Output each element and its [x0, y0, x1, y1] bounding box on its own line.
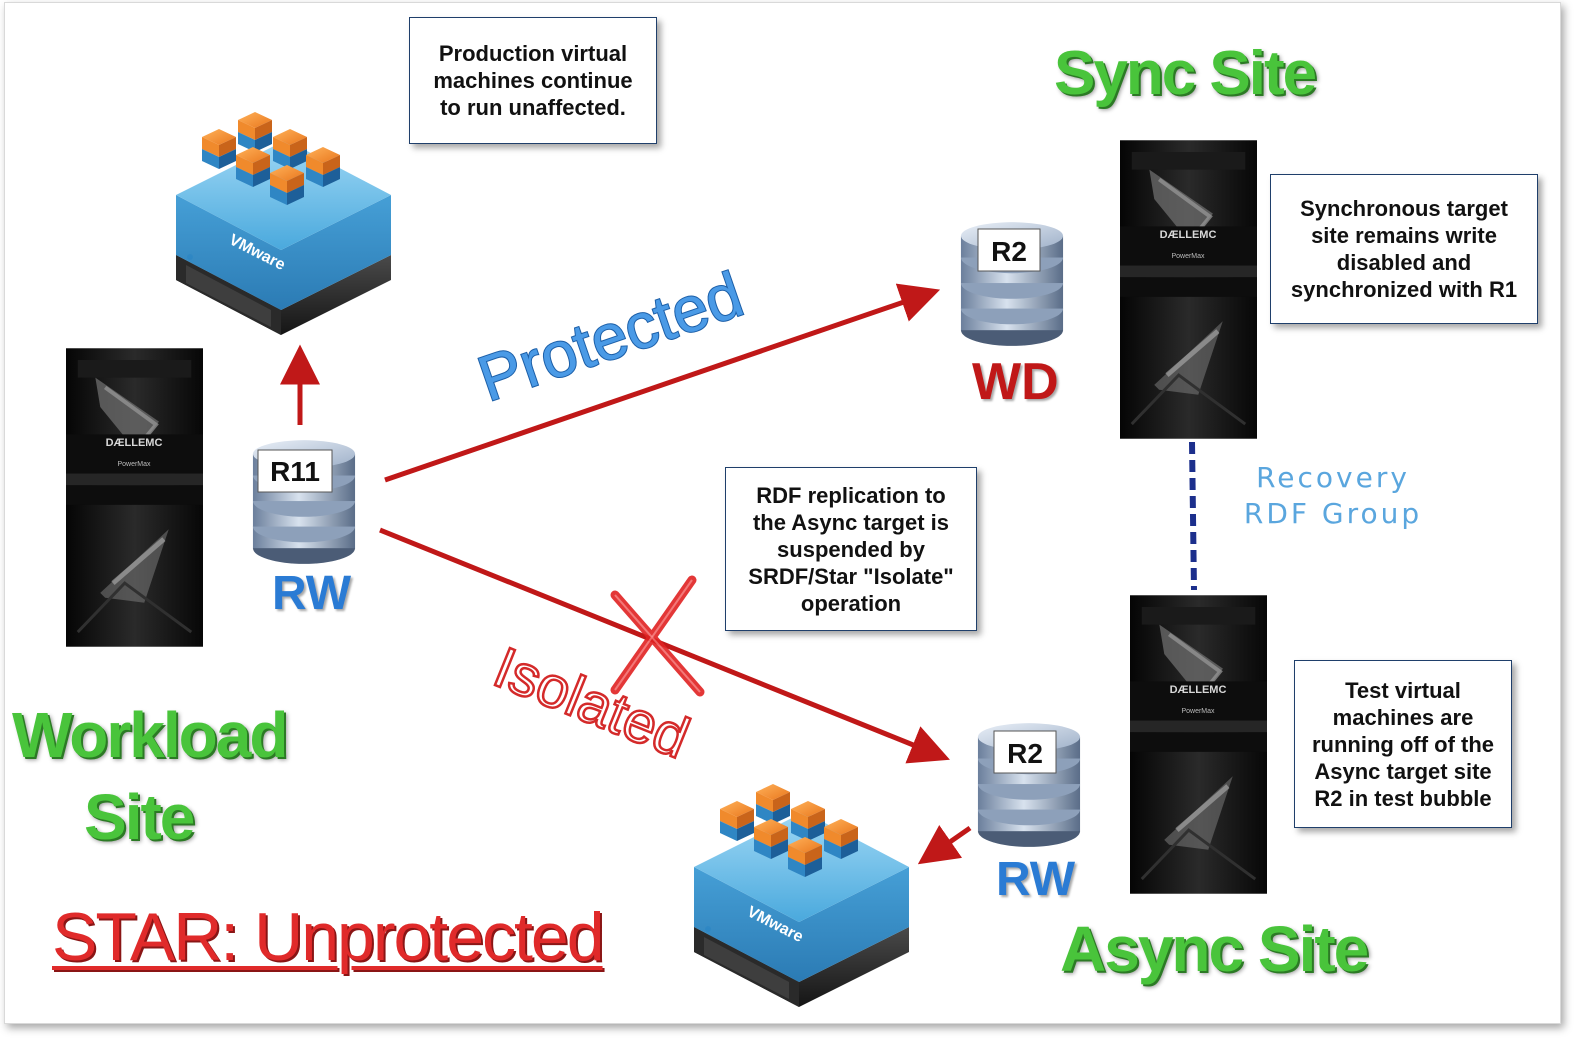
rdf-replication-callout: RDF replication to the Async target is s… [725, 467, 977, 631]
test-vms-callout-line: Async target site [1314, 758, 1492, 784]
rdf-callout-line: operation [800, 590, 902, 616]
sync-target-callout: Synchronous target site remains write di… [1270, 174, 1538, 324]
r11-state-label: RW [272, 567, 352, 620]
test-vms-callout-line: machines are [1332, 704, 1474, 730]
async-storage-array-icon [1130, 595, 1267, 893]
recovery-label-line2: RDF Group [1243, 497, 1423, 530]
r11-tag-box [257, 449, 333, 493]
workload-array-model: PowerMax [117, 461, 151, 468]
async-array-model: PowerMax [1181, 708, 1215, 715]
sync-storage-array-icon [1120, 140, 1257, 438]
r2-sync-state-label: WD [972, 353, 1059, 411]
recovery-rdf-group-label: Recovery RDF Group [1238, 460, 1428, 532]
production-callout-line: machines continue [433, 68, 633, 93]
production-callout-line: Production virtual [438, 41, 628, 66]
protected-link-arrow [384, 283, 941, 483]
sync-target-callout-line: disabled and [1336, 250, 1472, 275]
rdf-callout-line: suspended by [777, 536, 925, 562]
rdf-callout-line: SRDF/Star "Isolate" [748, 563, 954, 589]
r11-tag: R11 [270, 456, 320, 487]
recovery-rdf-link [1189, 441, 1197, 591]
r2-sync-tag: R2 [991, 236, 1027, 267]
r2-sync-tag-box [977, 228, 1041, 272]
star-status-title: STAR: Unprotected [52, 899, 605, 975]
r2-async-state-label: RW [996, 853, 1076, 906]
workload-site-title-line2: Site [84, 781, 195, 853]
workload-storage-array-icon [66, 348, 203, 646]
async-site-title: Async Site [1060, 913, 1369, 985]
rdf-callout-line: the Async target is [752, 509, 950, 535]
recovery-label-line1: Recovery [1256, 461, 1410, 494]
sync-target-callout-line: synchronized with R1 [1290, 277, 1518, 302]
sync-array-brand: DÆLLEMC [1160, 229, 1217, 241]
async-array-brand: DÆLLEMC [1170, 684, 1227, 696]
production-callout-line: to run unaffected. [440, 95, 626, 120]
test-vms-callout: Test virtual machines are running off of… [1294, 660, 1512, 828]
workload-array-brand: DÆLLEMC [106, 437, 163, 449]
production-callout: Production virtual machines continue to … [409, 17, 657, 144]
sync-site-title: Sync Site [1054, 39, 1317, 108]
test-vmware-host-icon: VMware [694, 784, 909, 1007]
red-x-icon [610, 575, 705, 697]
test-vms-callout-line: running off of the [1311, 731, 1495, 757]
sync-array-model: PowerMax [1171, 253, 1205, 260]
r2-to-test-vm-arrow [917, 825, 972, 865]
production-vmware-host-icon: VMware [176, 112, 391, 335]
test-vms-callout-line: R2 in test bubble [1314, 785, 1492, 811]
rdf-callout-line: RDF replication to [756, 482, 946, 508]
r2-async-tag: R2 [1007, 738, 1043, 769]
sync-target-callout-line: Synchronous target [1300, 196, 1508, 221]
test-vms-callout-line: Test virtual [1345, 677, 1461, 703]
r2-async-tag-box [993, 730, 1057, 774]
sync-target-callout-line: site remains write [1311, 223, 1497, 248]
workload-site-title-line1: Workload [12, 699, 288, 771]
protected-label: Protected [469, 258, 751, 415]
